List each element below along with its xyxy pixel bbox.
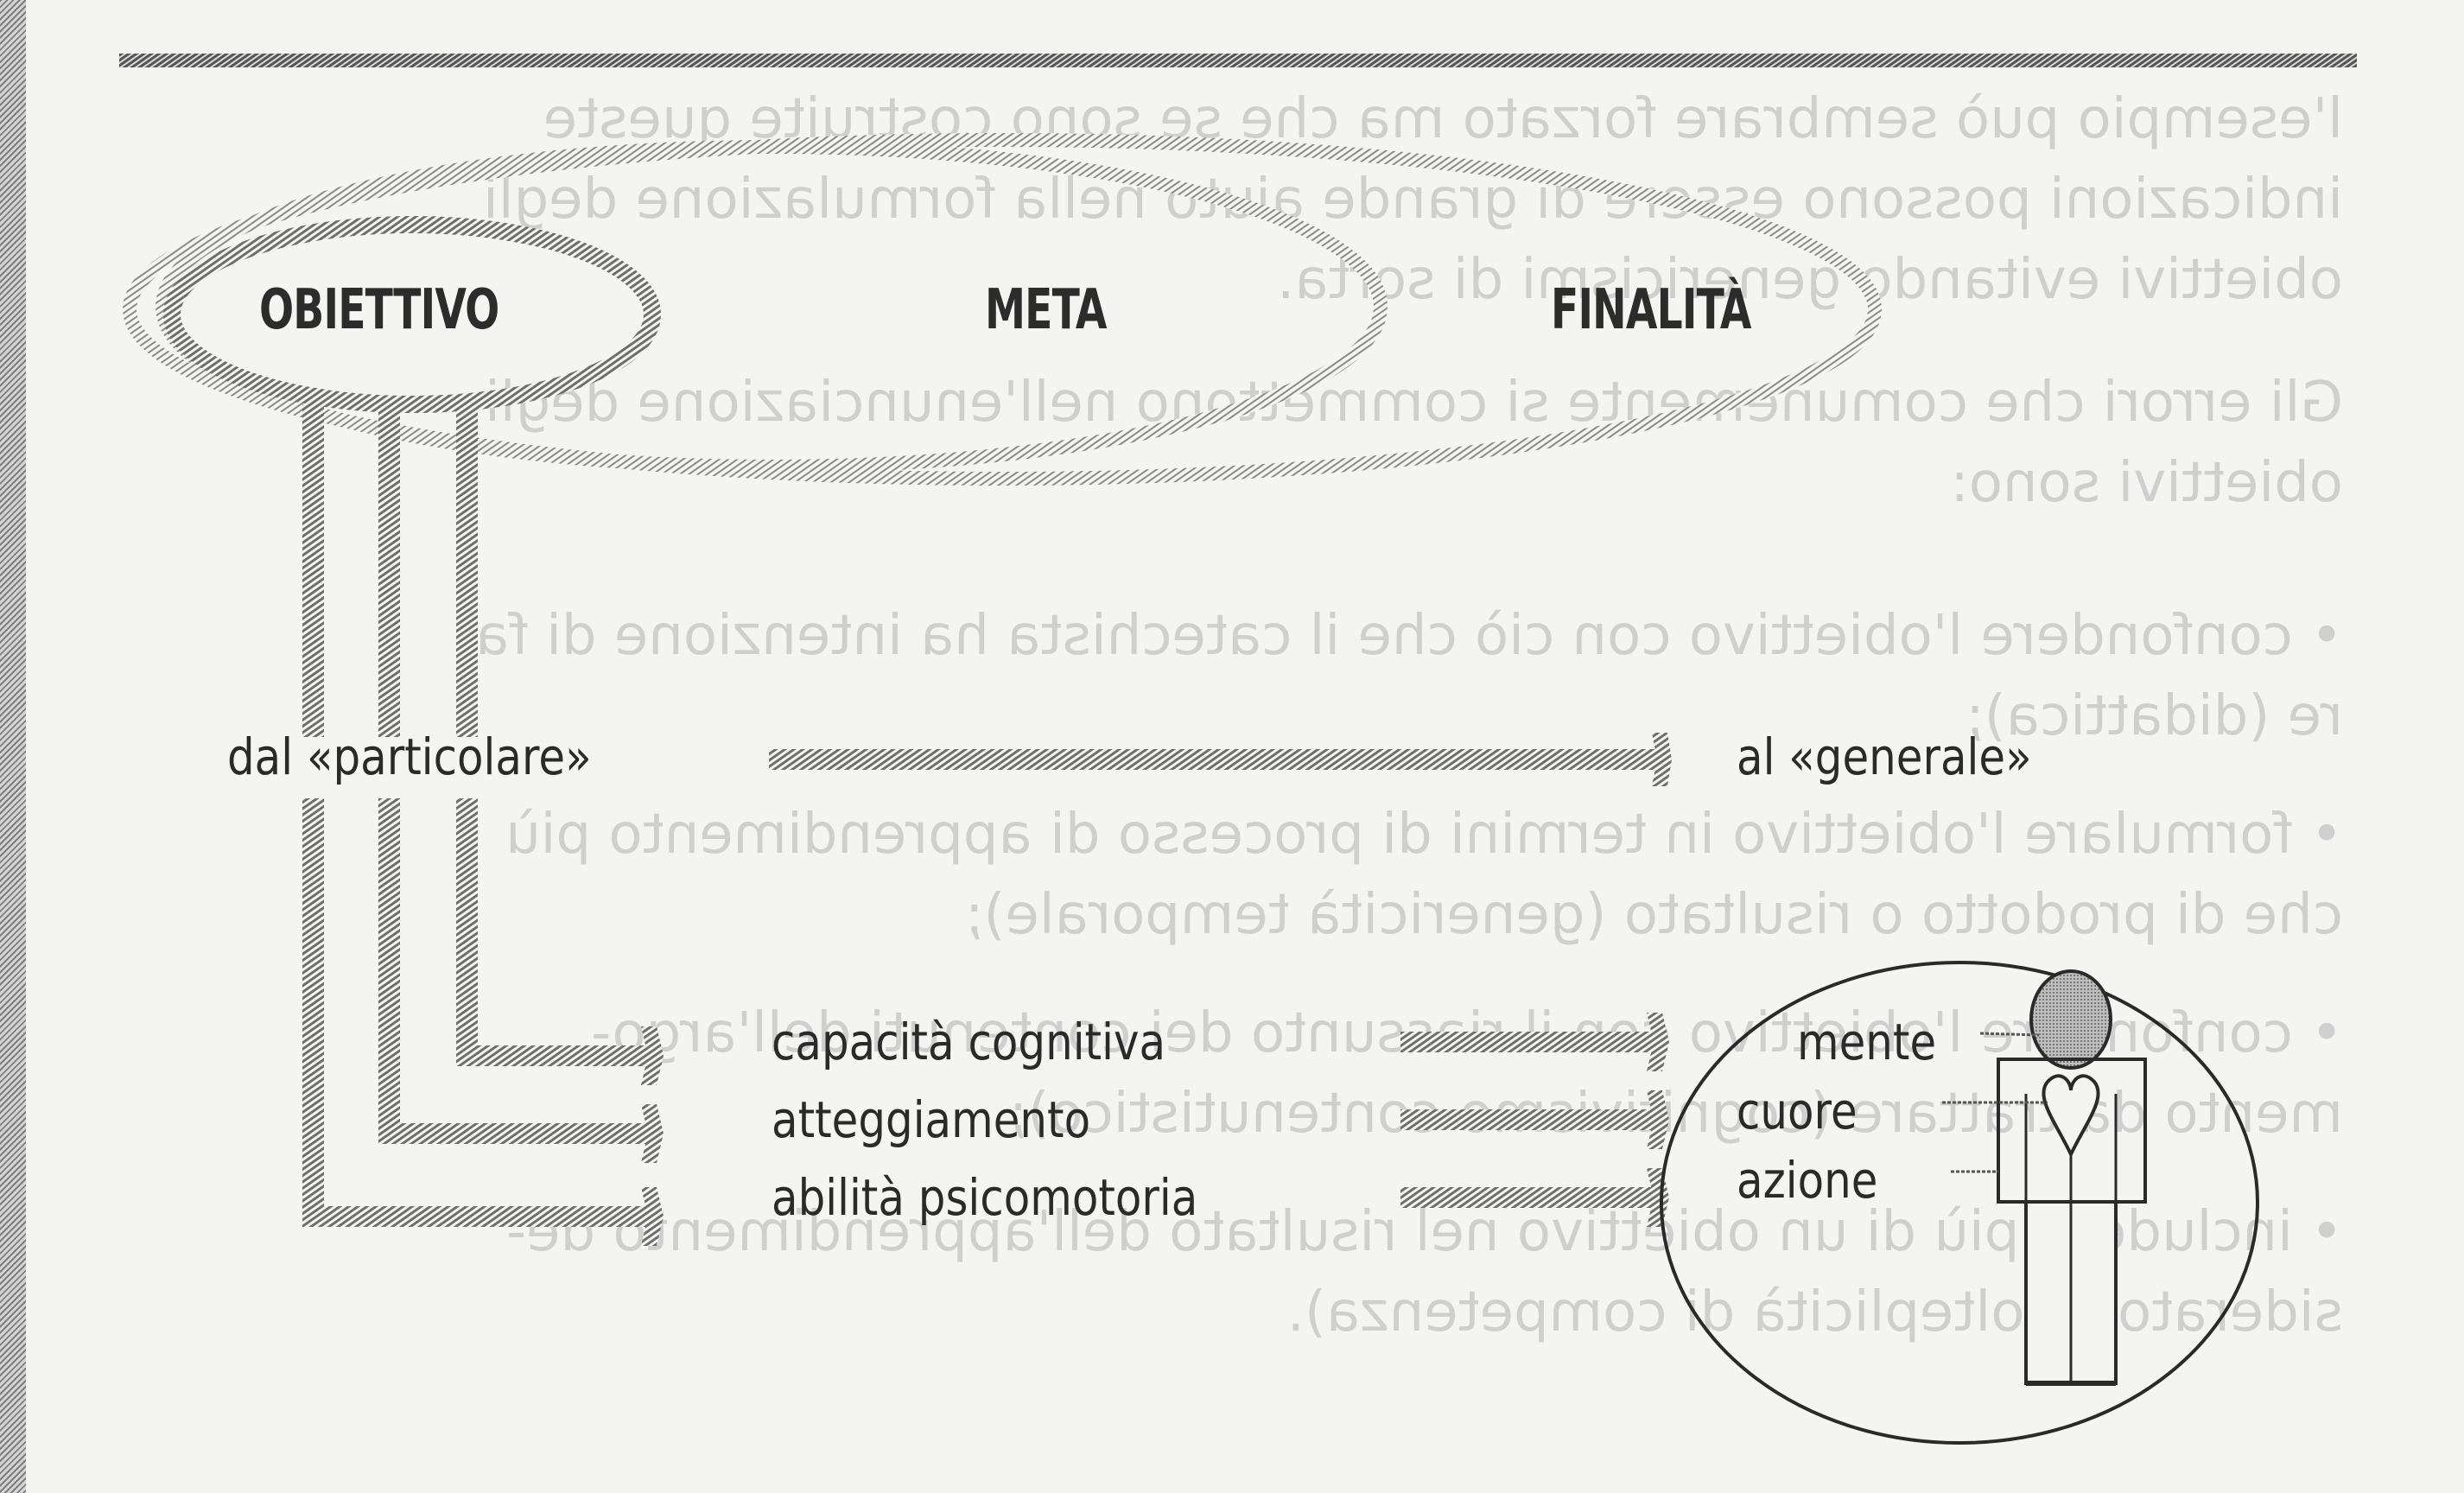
particular-to-general-arrow (769, 733, 1672, 786)
top-rule (119, 54, 2357, 67)
header-obiettivo: OBIETTIVO (259, 278, 499, 342)
label-attitude: atteggiamento (772, 1090, 1091, 1149)
label-cognitive: capacità cognitiva (772, 1013, 1166, 1071)
label-to-general: al «generale» (1737, 727, 2032, 786)
person-circle (1660, 961, 2259, 1445)
label-mind: mente (1797, 1013, 1937, 1071)
book-gutter-shadow (0, 0, 26, 1493)
label-action: azione (1737, 1151, 1878, 1210)
domain-l-arrows (302, 798, 664, 1246)
label-heart: cuore (1737, 1082, 1858, 1140)
leader-lines (1942, 1032, 2048, 1173)
objective-connector-bars (302, 404, 478, 737)
label-psychomotor: abilità psicomotoria (772, 1168, 1198, 1227)
domain-to-person-arrows (1400, 1013, 1669, 1227)
heart-icon (2042, 1074, 2100, 1159)
finalita-ellipse (123, 133, 1882, 486)
obiettivo-ellipse (163, 216, 661, 413)
header-meta: META (985, 278, 1107, 342)
header-finalita: FINALITÀ (1551, 278, 1751, 342)
label-from-particular: dal «particolare» (227, 727, 592, 786)
head-icon (2029, 969, 2112, 1070)
person-figure (1997, 969, 2147, 1386)
meta-ellipse (156, 140, 1388, 473)
